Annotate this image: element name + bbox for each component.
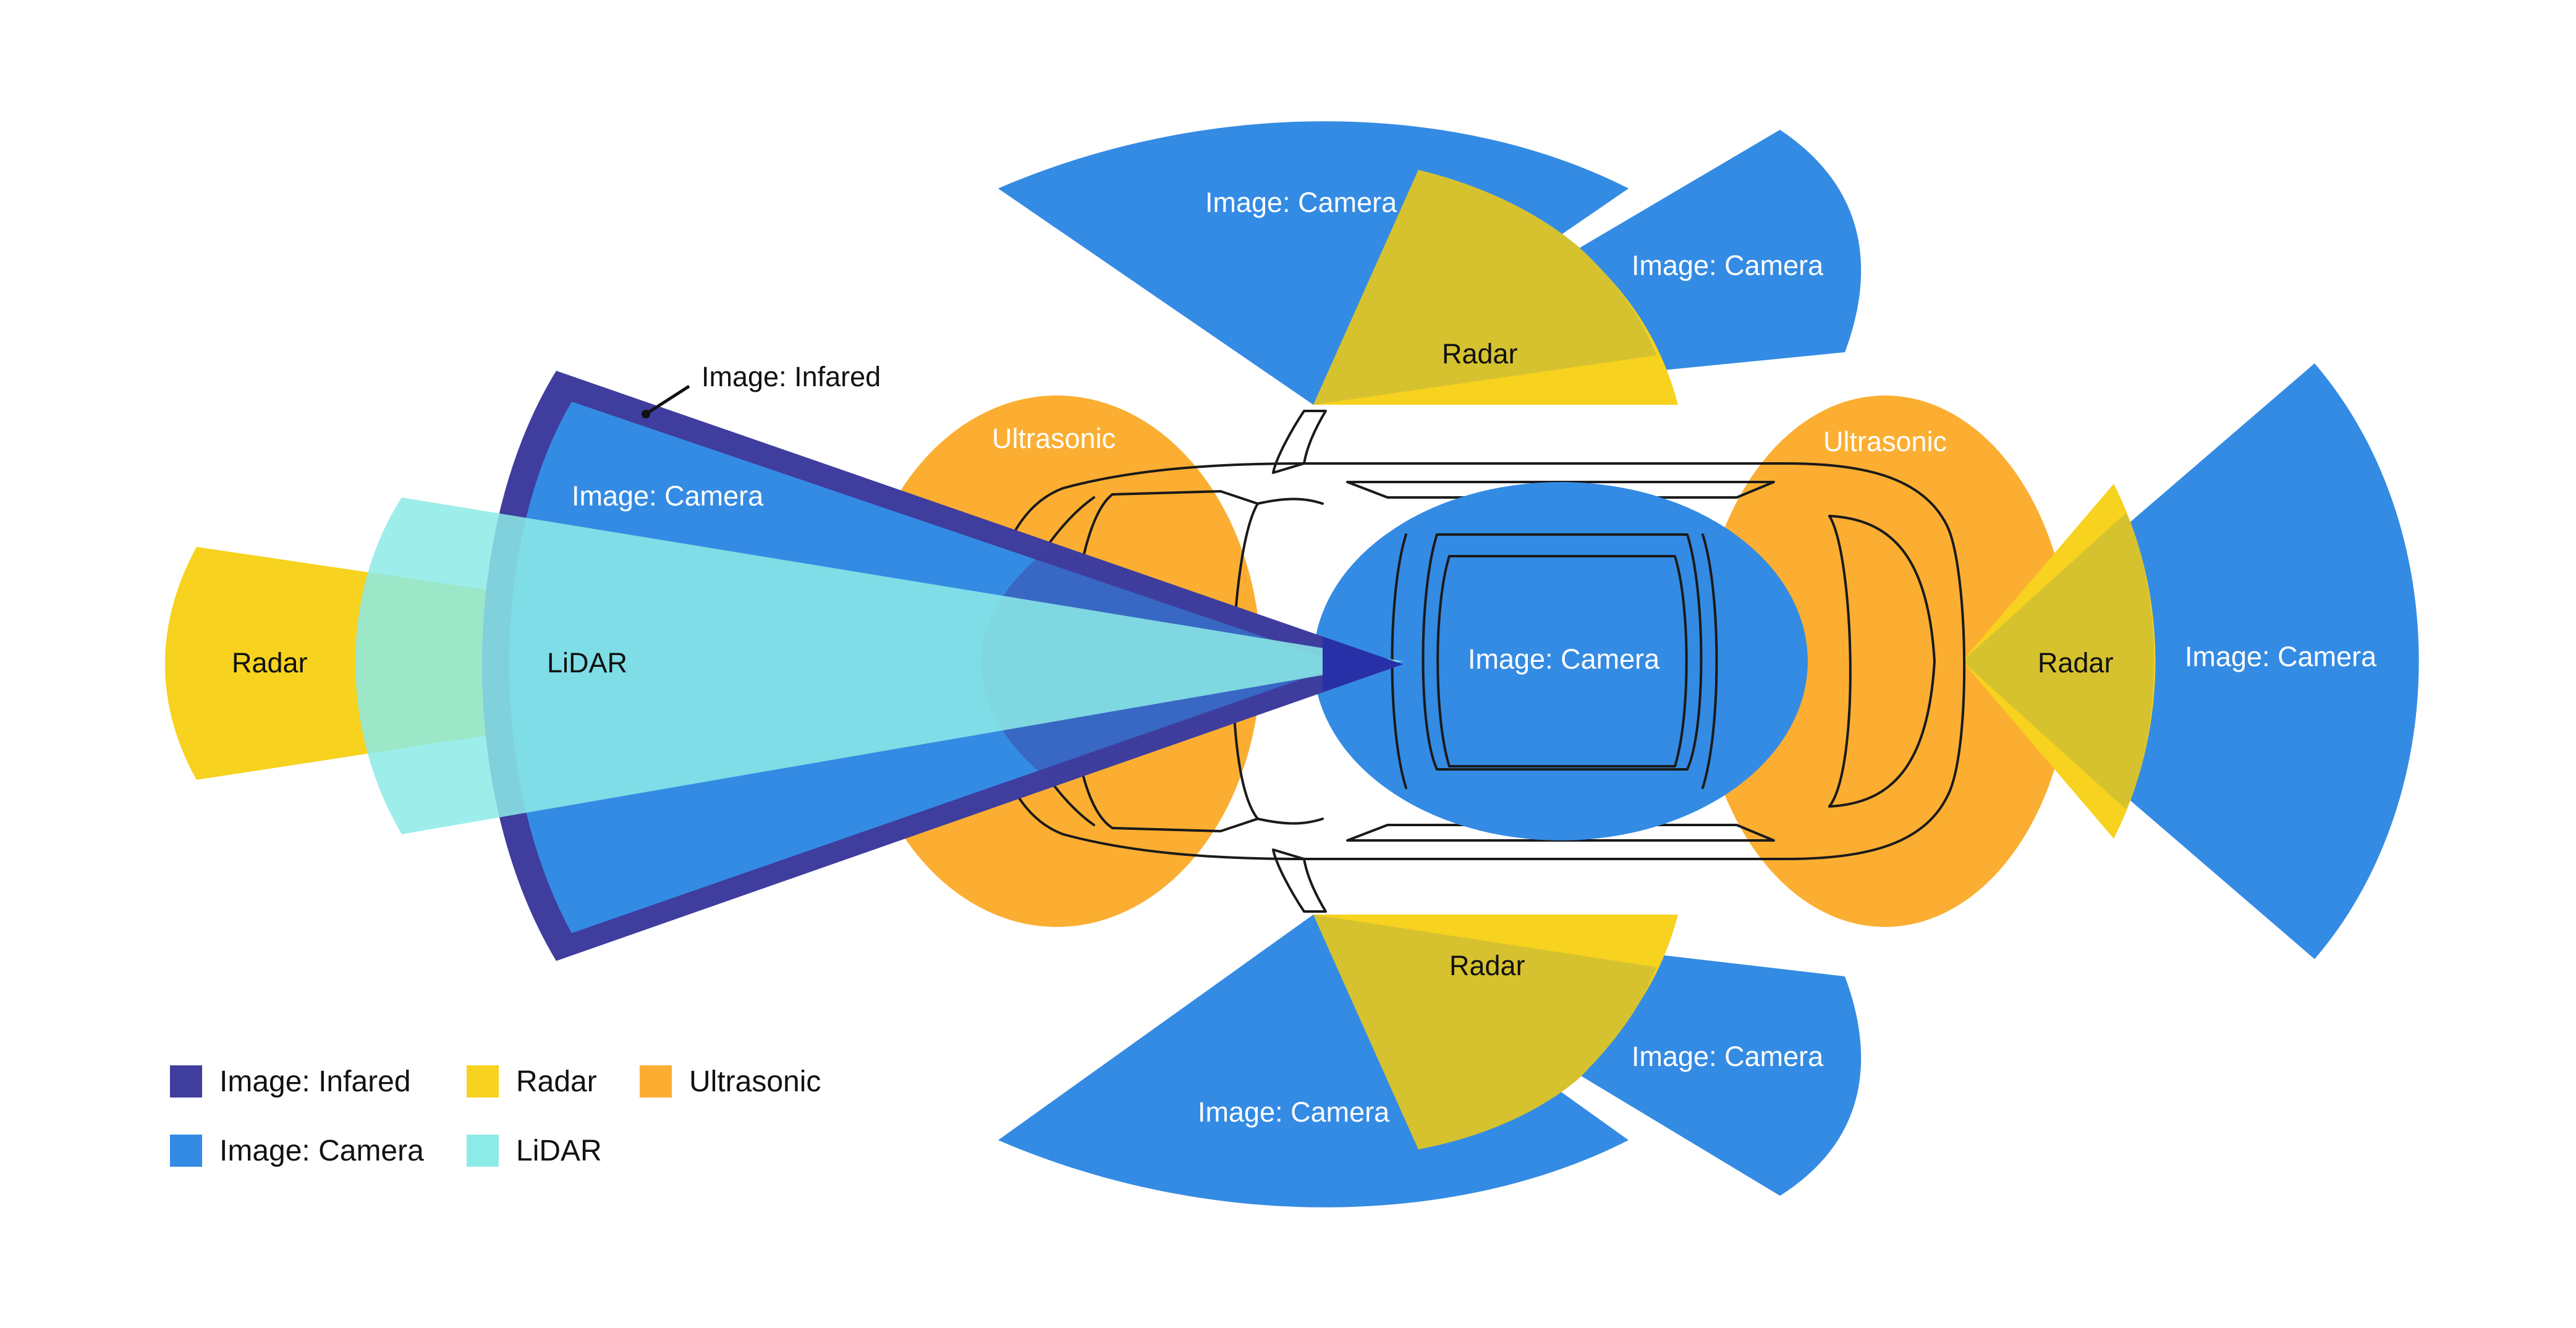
bottom-radar-overlap [1313, 915, 1579, 1149]
legend-item-infrared: Image: Infared [170, 1063, 411, 1100]
front-camera-label: Image: Camera [572, 480, 764, 512]
infrared-tip [1323, 637, 1403, 692]
rear-camera-zone [1968, 363, 2419, 959]
rear-radar-label: Radar [2038, 647, 2114, 679]
legend-item-ultrasonic: Ultrasonic [640, 1063, 821, 1100]
top-left-camera-label: Image: Camera [1205, 187, 1397, 218]
rear-radar-overlap [1962, 513, 2154, 810]
bottom-radar-label: Radar [1449, 950, 1525, 981]
roof-camera-label: Image: Camera [1468, 643, 1660, 675]
rear-ultrasonic-label: Ultrasonic [1823, 426, 1947, 457]
front-lidar-label: LiDAR [547, 647, 627, 679]
rear-ultrasonic-zone [1700, 395, 2070, 927]
front-lidar-zone [355, 497, 1403, 834]
legend: Image: Infared Radar Ultrasonic Image: C… [170, 1063, 850, 1186]
legend-label-radar: Radar [516, 1065, 597, 1098]
bottom-right-camera-label: Image: Camera [1632, 1041, 1824, 1072]
car-roof-lines [1391, 533, 1718, 789]
front-radar-label: Radar [232, 647, 308, 679]
top-radar-overlap [1313, 170, 1579, 405]
bottom-radar-overlap-right [1313, 915, 1656, 1078]
legend-swatch-ultrasonic [640, 1065, 672, 1098]
legend-item-camera: Image: Camera [170, 1132, 424, 1169]
infrared-callout-line [645, 384, 690, 416]
legend-swatch-infrared [170, 1065, 202, 1098]
legend-label-lidar: LiDAR [516, 1134, 602, 1167]
infrared-callout-label: Image: Infared [701, 361, 881, 392]
legend-label-camera: Image: Camera [219, 1134, 424, 1167]
rear-camera-label: Image: Camera [2185, 641, 2377, 672]
legend-item-lidar: LiDAR [467, 1132, 602, 1169]
legend-item-radar: Radar [467, 1063, 597, 1100]
legend-label-infrared: Image: Infared [219, 1065, 411, 1098]
legend-swatch-camera [170, 1135, 202, 1167]
legend-swatch-radar [467, 1065, 499, 1098]
front-ultrasonic-label: Ultrasonic [992, 423, 1116, 454]
legend-label-ultrasonic: Ultrasonic [689, 1065, 821, 1098]
top-radar-label: Radar [1442, 338, 1518, 370]
legend-swatch-lidar [467, 1135, 499, 1167]
bottom-left-camera-label: Image: Camera [1198, 1096, 1390, 1128]
roof-camera-zone [1313, 482, 1808, 840]
top-right-camera-label: Image: Camera [1632, 250, 1824, 281]
infrared-callout-dot [642, 410, 650, 418]
top-radar-overlap-right [1313, 247, 1656, 405]
